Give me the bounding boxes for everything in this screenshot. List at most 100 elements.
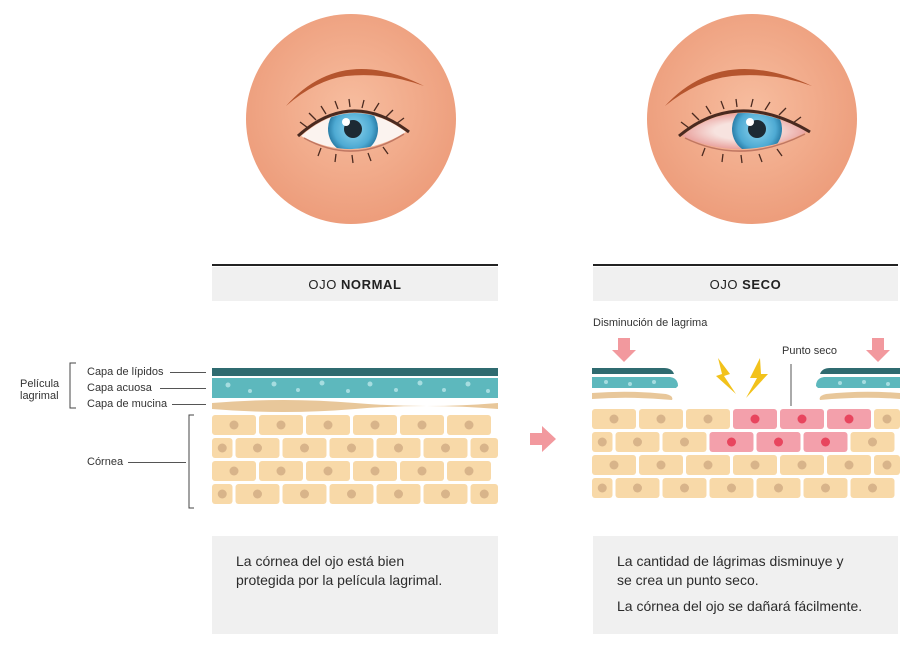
damaged-cell-nucleus [774,438,783,447]
cell-nucleus [610,461,619,470]
mucin-layer-label: Capa de mucina [87,398,167,410]
dry-cross-section [590,336,902,512]
cornea-label: Córnea [87,456,123,468]
normal-title-prefix: OJO [308,277,337,292]
arrow-down-icon [612,338,636,362]
cell-nucleus [347,444,356,453]
cell-nucleus [277,467,286,476]
dry-caption-box: La cantidad de lágrimas disminuye y se c… [593,536,898,634]
lipid-layer-pointer [170,372,206,373]
damaged-cell-nucleus [727,438,736,447]
cell-nucleus [680,438,689,447]
normal-title-bold: NORMAL [341,277,402,292]
cell-nucleus [727,484,736,493]
dry-caption-1-line-1: La cantidad de lágrimas disminuye y [617,553,843,569]
cell-nucleus [680,484,689,493]
mucin-layer [212,400,498,412]
cell-nucleus [821,484,830,493]
cell-nucleus [633,438,642,447]
cell-nucleus [371,421,380,430]
tear-film-label: Película lagrimal [20,378,59,402]
normal-caption-box: La córnea del ojo está bien protegida po… [212,536,498,634]
cell-nucleus [324,421,333,430]
cell-nucleus [598,484,607,493]
normal-eye-illustration [246,14,456,224]
cell-nucleus [394,444,403,453]
dry-caption-1-line-2: se crea un punto seco. [617,572,759,588]
cell-nucleus [418,421,427,430]
tear-film-bracket [66,362,78,410]
dry-lipid-right [820,368,900,374]
cell-nucleus [657,461,666,470]
cell-nucleus [230,467,239,476]
cell-nucleus [480,444,489,453]
arrow-down-icon [866,338,890,362]
cell-nucleus [300,490,309,499]
cell-nucleus [441,490,450,499]
cornea-bracket [186,414,196,510]
cell-nucleus [480,490,489,499]
normal-section-rule [212,264,498,266]
cell-nucleus [598,438,607,447]
dry-mucin-left [592,392,672,400]
cell-nucleus [253,444,262,453]
normal-caption-line-1: La córnea del ojo está bien [236,553,404,569]
cell-nucleus [610,415,619,424]
cell-nucleus [868,484,877,493]
cell-nucleus [277,421,286,430]
dry-section-rule [593,264,898,266]
cell-nucleus [218,490,227,499]
dry-mucin-right [820,392,900,400]
aqueous-layer-pointer [160,388,206,389]
cell-nucleus [324,467,333,476]
dry-title-bold: SECO [742,277,781,292]
cell-nucleus [465,421,474,430]
damaged-cell-nucleus [821,438,830,447]
dry-cornea-cells [592,409,900,498]
cell-nucleus [253,490,262,499]
damaged-cell-nucleus [845,415,854,424]
tear-film-label-line-2: lagrimal [20,390,59,402]
aqueous-layer-label: Capa acuosa [87,382,152,394]
tear-film-label-line-1: Película [20,378,59,390]
cell-nucleus [371,467,380,476]
cell-nucleus [704,461,713,470]
normal-section-title: OJO NORMAL [212,267,498,301]
cell-nucleus [883,461,892,470]
tear-decrease-label: Disminución de lagrima [593,317,707,329]
cornea-pointer [128,462,186,463]
mucin-layer-pointer [172,404,206,405]
cell-nucleus [633,484,642,493]
aqueous-layer [212,378,498,398]
cell-nucleus [300,444,309,453]
lightning-icon [746,358,768,398]
cell-nucleus [441,444,450,453]
lipid-layer [212,368,498,376]
cell-nucleus [798,461,807,470]
dry-caption-2: La córnea del ojo se dañará fácilmente. [617,597,874,616]
cell-nucleus [704,415,713,424]
arrow-right-icon [528,424,558,454]
cell-nucleus [230,421,239,430]
normal-cross-section [210,366,500,512]
dry-lipid-left [592,368,674,374]
cell-nucleus [868,438,877,447]
cell-nucleus [883,415,892,424]
damaged-cell-nucleus [751,415,760,424]
cell-nucleus [657,415,666,424]
cell-nucleus [218,444,227,453]
cell-nucleus [465,467,474,476]
dry-title-prefix: OJO [710,277,739,292]
cornea-cells [212,415,498,504]
lightning-icon [716,358,736,394]
cell-nucleus [774,484,783,493]
normal-caption-line-2: protegida por la película lagrimal. [236,572,442,588]
damaged-cell-nucleus [798,415,807,424]
cell-nucleus [751,461,760,470]
cell-nucleus [845,461,854,470]
dry-eye-illustration [647,14,857,224]
cell-nucleus [394,490,403,499]
dry-caption-1: La cantidad de lágrimas disminuye y se c… [617,552,874,590]
normal-caption: La córnea del ojo está bien protegida po… [236,552,474,590]
